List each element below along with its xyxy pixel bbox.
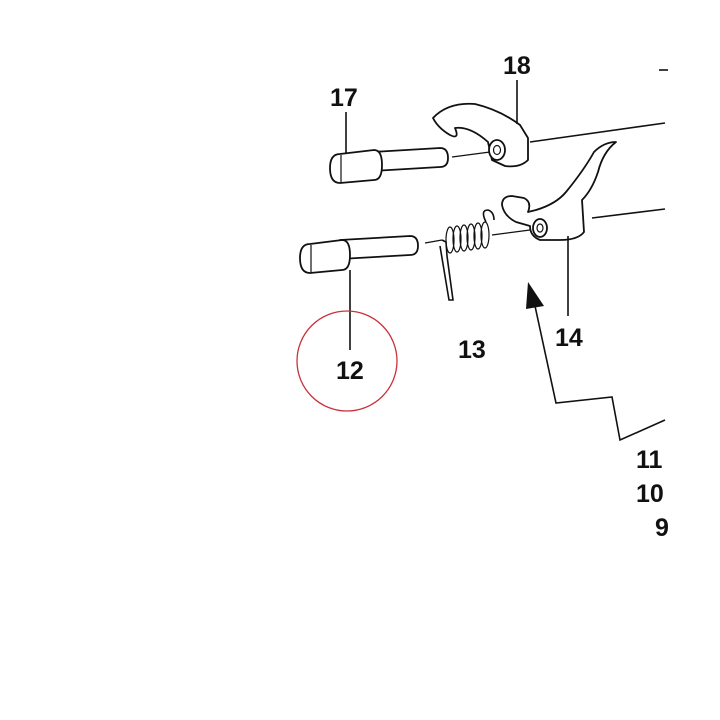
highlight-circle-12 [296, 310, 398, 412]
part-18-hook-lever [432, 102, 529, 168]
callout-17: 17 [330, 84, 358, 112]
callout-18: 18 [503, 52, 531, 80]
callout-11: 11 [636, 446, 663, 474]
axis-line-18 [451, 151, 491, 158]
part-14-trigger [501, 141, 617, 241]
callout-14: 14 [555, 324, 583, 352]
leader-line-right-upper [529, 122, 666, 143]
callout-10: 10 [636, 480, 664, 508]
callout-9: 9 [655, 514, 669, 542]
part-13-torsion-spring [424, 209, 531, 301]
assembly-arrow [526, 282, 666, 442]
callout-13: 13 [458, 336, 486, 364]
part-12-pin [299, 235, 419, 274]
callout-12: 12 [336, 357, 364, 385]
leader-line-right-lower [591, 208, 666, 219]
part-17-pin [329, 147, 449, 184]
